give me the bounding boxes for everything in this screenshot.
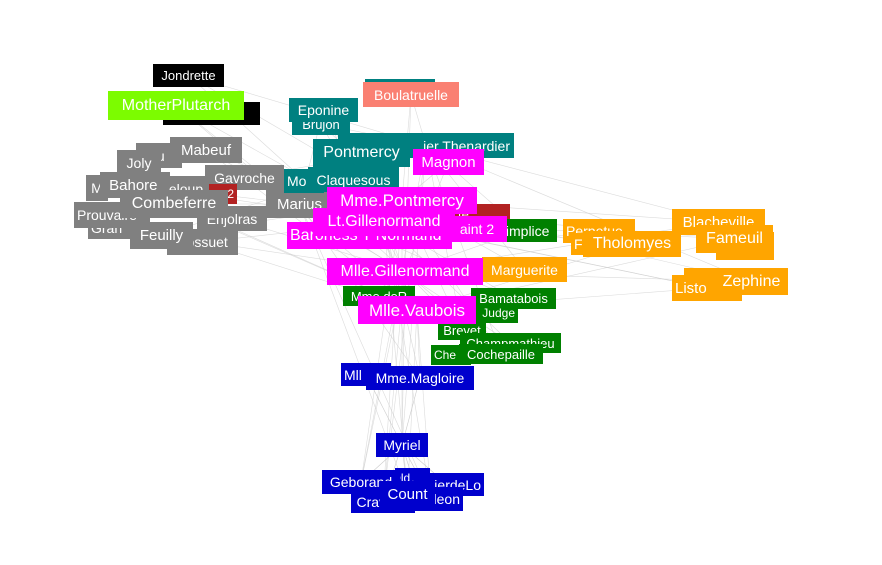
node-joly[interactable]: Joly <box>117 150 161 175</box>
node-count[interactable]: Count <box>380 481 435 507</box>
node-pontmercy[interactable]: Pontmercy <box>313 139 410 167</box>
node-jondrette[interactable]: Jondrette <box>153 64 224 87</box>
node-mlle-vaubois[interactable]: Mlle.Vaubois <box>358 296 476 324</box>
node-tholomyes[interactable]: Tholomyes <box>583 231 681 257</box>
node-feuilly[interactable]: Feuilly <box>130 222 193 249</box>
node-fameuil[interactable]: Fameuil <box>696 225 773 253</box>
node-boulatruelle[interactable]: Boulatruelle <box>363 82 459 107</box>
graph-edge <box>407 309 418 495</box>
node-claquesous[interactable]: Claquesous <box>308 167 399 192</box>
node-fauchelevent[interactable]: aint 2 <box>447 216 507 242</box>
node-eponine[interactable]: Eponine <box>289 98 358 122</box>
node-myriel[interactable]: Myriel <box>376 433 428 457</box>
node-marguerite[interactable]: Marguerite <box>482 257 567 282</box>
node-mme-pontmercy[interactable]: Mme.Pontmercy <box>327 187 477 214</box>
node-magnon[interactable]: Magnon <box>413 149 484 175</box>
node-zephine[interactable]: Zephine <box>715 268 788 295</box>
graph-edge <box>416 309 432 500</box>
node-motherplutarch[interactable]: MotherPlutarch <box>108 91 244 120</box>
node-judge[interactable]: Judge <box>465 303 518 323</box>
node-mlle-gillenormand[interactable]: Mlle.Gillenormand <box>327 258 483 285</box>
node-cochepaille[interactable]: Cochepaille <box>459 344 543 364</box>
node-mabeuf[interactable]: Mabeuf <box>170 137 242 163</box>
node-combeferre[interactable]: Combeferre <box>120 190 228 218</box>
node-mme-magloire[interactable]: Mme.Magloire <box>366 366 474 390</box>
